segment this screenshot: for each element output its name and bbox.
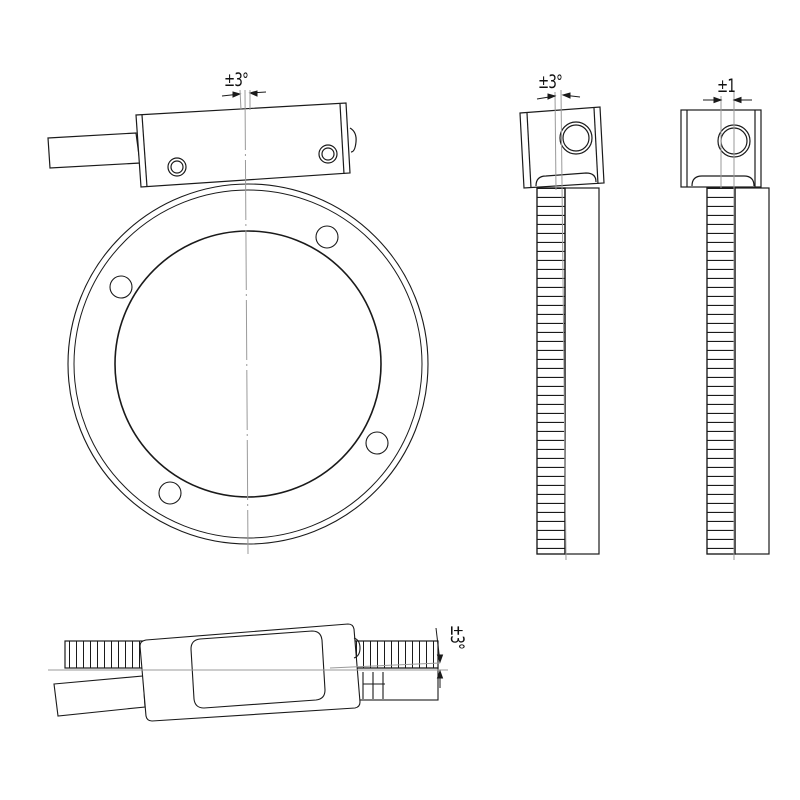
bottom-tolerance-label: ±3° (446, 625, 468, 649)
bottom-view (53, 623, 439, 722)
screw-hole (167, 157, 187, 177)
head-port (559, 121, 593, 155)
mounting-hole (158, 481, 182, 505)
bottom-tolerance-dimension (435, 627, 444, 688)
head-body (135, 102, 351, 188)
top-tolerance-label: ±3° (224, 69, 249, 91)
side-offset-tolerance-label: ±1 (717, 75, 736, 97)
side-view-offset (680, 109, 770, 555)
mounting-hole (315, 225, 339, 249)
ring-bore (114, 230, 382, 498)
side-view-tilt (519, 106, 605, 555)
side-tilt-tolerance-dimension (536, 92, 581, 100)
mounting-hole (365, 431, 389, 455)
top-view-sensor-head (47, 102, 357, 188)
cable (47, 132, 141, 169)
mounting-hole (109, 275, 133, 299)
centerline (244, 89, 249, 555)
side-tilt-tolerance-label: ±3° (538, 71, 563, 93)
screw-hole (318, 144, 338, 164)
top-tolerance-dimension (221, 89, 267, 111)
side-offset-tolerance-dimension (703, 96, 752, 104)
